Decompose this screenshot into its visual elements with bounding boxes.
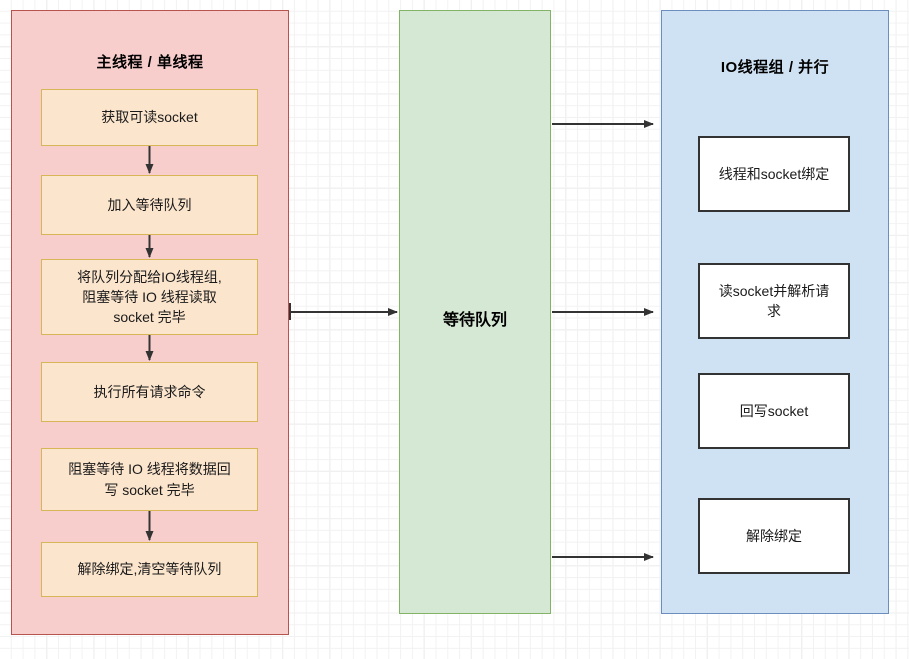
process-box-step-3-line-3: socket 完毕 (113, 309, 186, 326)
process-box-step-1[interactable]: 获取可读socket (41, 89, 258, 146)
swimlane-io-thread-group-title: IO线程组 / 并行 (720, 59, 830, 76)
waiting-queue-label: 等待队列 (442, 312, 507, 329)
process-box-step-3-line-2: 阻塞等待 IO 线程读取 (82, 288, 217, 305)
process-box-step-3[interactable]: 将队列分配给IO线程组, 阻塞等待 IO 线程读取 socket 完毕 (41, 259, 258, 335)
io-box-io-4[interactable]: 解除绑定 (698, 498, 850, 574)
process-box-step-5[interactable]: 阻塞等待 IO 线程将数据回 写 socket 完毕 (41, 448, 258, 511)
swimlane-main-thread-title: 主线程 / 单线程 (96, 54, 204, 71)
process-box-step-5-line-1: 阻塞等待 IO 线程将数据回 (68, 461, 231, 478)
io-box-io-1-label: 线程和socket绑定 (718, 165, 830, 182)
process-box-step-5-line-2: 写 socket 完毕 (104, 481, 195, 498)
process-box-step-4[interactable]: 执行所有请求命令 (41, 362, 258, 422)
process-box-step-2[interactable]: 加入等待队列 (41, 175, 258, 235)
process-box-step-1-label: 获取可读socket (101, 109, 198, 126)
io-box-io-3[interactable]: 回写socket (698, 373, 850, 449)
io-box-io-4-label: 解除绑定 (746, 527, 802, 544)
process-box-step-6-label: 解除绑定,清空等待队列 (77, 561, 222, 578)
io-box-io-2-line-1: 读socket并解析请 (718, 282, 830, 299)
process-box-step-2-label: 加入等待队列 (107, 196, 192, 213)
process-box-step-3-line-1: 将队列分配给IO线程组, (77, 268, 222, 285)
io-box-io-2-line-2: 求 (767, 303, 781, 319)
io-box-io-2[interactable]: 读socket并解析请 求 (698, 263, 850, 339)
io-box-io-1[interactable]: 线程和socket绑定 (698, 136, 850, 212)
swimlane-waiting-queue[interactable]: 等待队列 (399, 10, 551, 614)
io-box-io-3-label: 回写socket (739, 402, 809, 419)
process-box-step-4-label: 执行所有请求命令 (93, 383, 206, 400)
process-box-step-6[interactable]: 解除绑定,清空等待队列 (41, 542, 258, 597)
